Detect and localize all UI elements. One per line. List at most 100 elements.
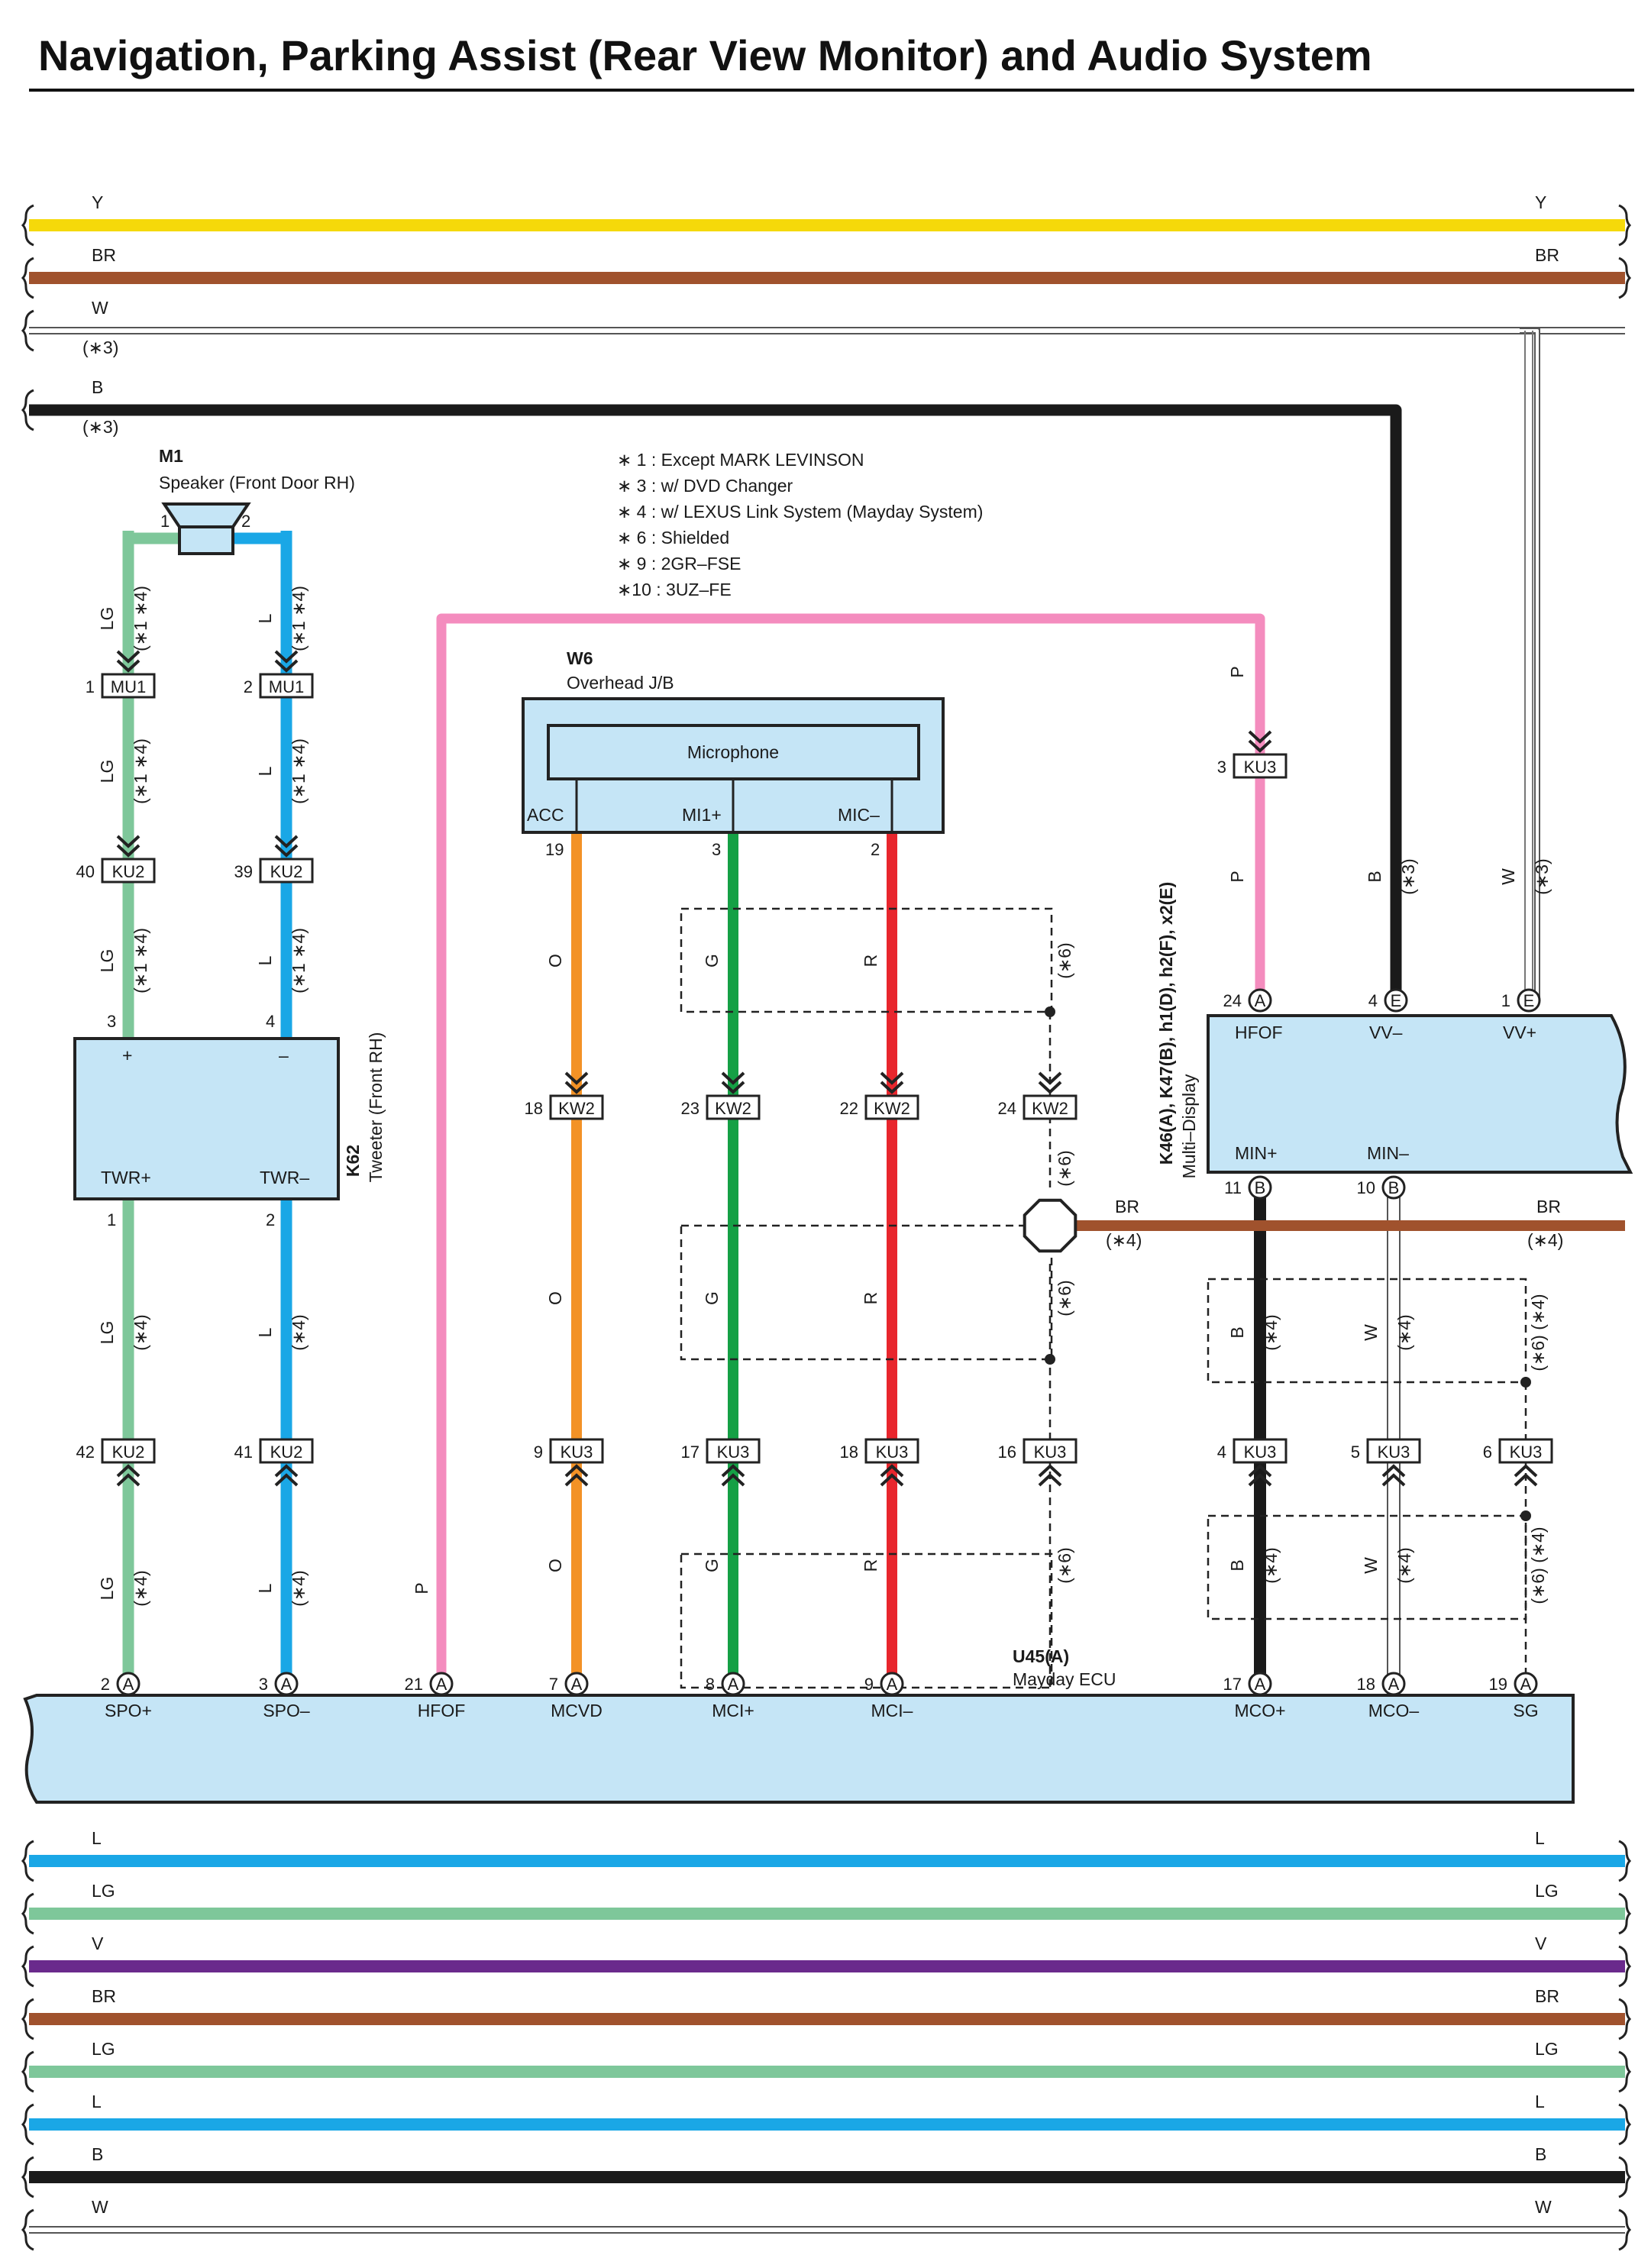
display-pin-hfof-number: 24 <box>1223 991 1242 1010</box>
connector-box <box>1023 1438 1078 1464</box>
bus-label-right: B <box>1535 2144 1546 2164</box>
connector-chevron-icon <box>116 1464 141 1487</box>
overhead-code: W6 <box>567 648 593 668</box>
connector-name: KU2 <box>270 862 303 881</box>
shield-box <box>680 1552 1053 1689</box>
connector-pin: 40 <box>76 862 95 881</box>
shield-box <box>1207 1278 1527 1384</box>
tweeter-minus-label: – <box>279 1045 289 1065</box>
note-line: ∗ 1 : Except MARK LEVINSON <box>617 450 864 470</box>
tweeter-term-2: TWR– <box>260 1168 309 1187</box>
connector-chevron-icon <box>1381 1464 1406 1487</box>
tweeter-pin-in1: 3 <box>107 1012 116 1031</box>
connector-chevron-icon <box>1038 1071 1062 1094</box>
ecu-pin-2-marker <box>429 1672 454 1696</box>
wire-code-label: LG <box>97 607 117 631</box>
wire-code-label: LG <box>97 949 117 973</box>
tweeter-pin-in2: 4 <box>266 1012 275 1031</box>
wire-code-label: B <box>1227 1559 1247 1571</box>
display-term-vv-plus: VV+ <box>1503 1023 1536 1042</box>
wire-code-label: LG <box>97 1321 117 1345</box>
bus-brace-left <box>21 1892 34 1935</box>
wire-w-vv-plus-lines <box>1524 331 1533 1000</box>
display-pin-vvm-marker <box>1384 988 1408 1013</box>
connector-chevron-icon <box>721 1071 745 1094</box>
bus-brace-right <box>1618 2156 1632 2199</box>
wire-note-label: (∗1 ∗4) <box>289 738 309 804</box>
connector-name: KU3 <box>1244 758 1277 777</box>
display-pin-minp-letter: B <box>1255 1178 1266 1197</box>
wire-note-label: (∗6) <box>1055 942 1074 978</box>
bus-brace-right <box>1618 1945 1632 1988</box>
connector-chevron-icon <box>274 1464 299 1487</box>
bus-label-left: L <box>92 1828 102 1848</box>
ecu-pin-8-number: 19 <box>1489 1675 1507 1694</box>
connector-pin: 23 <box>681 1099 699 1118</box>
connector-chevron-icon <box>564 1464 589 1487</box>
connector-name: KW2 <box>558 1099 595 1118</box>
note-line: ∗ 6 : Shielded <box>617 528 729 548</box>
shield-box <box>1207 1514 1527 1620</box>
connector-box <box>259 673 314 699</box>
shield-box <box>680 907 1053 1013</box>
wire-code-label: L <box>255 766 275 776</box>
connector-box <box>259 1438 314 1464</box>
ecu-pin-7-letter: A <box>1388 1675 1400 1694</box>
connector-name: KU2 <box>112 862 145 881</box>
wire-note-label: (∗4) <box>289 1314 309 1350</box>
display-pin-vvp-marker <box>1517 988 1541 1013</box>
tweeter-box <box>73 1037 340 1200</box>
bus-label-right: LG <box>1535 1881 1559 1901</box>
wire-note-label: (∗4) <box>1394 1547 1414 1583</box>
w-bus-drop-outline <box>1520 328 1540 1000</box>
connector-box <box>864 1438 919 1464</box>
bus-brace-left <box>21 204 34 247</box>
display-pin-minm-letter: B <box>1388 1178 1400 1197</box>
connector-name: KU3 <box>1378 1443 1410 1462</box>
wire-note-label: (∗1 ∗4) <box>131 928 150 993</box>
bus-label-left: L <box>92 2092 102 2111</box>
connector-name: KW2 <box>1032 1099 1068 1118</box>
wire-note-label: (∗4) <box>1394 1314 1414 1350</box>
ecu-pin-5-letter: A <box>887 1675 898 1694</box>
mayday-ecu-box <box>23 1694 1575 1804</box>
ecu-pin-0-number: 2 <box>101 1675 110 1694</box>
wire-code-label: G <box>702 954 722 968</box>
bus-brace-left <box>21 309 34 352</box>
wire-code-label: LG <box>97 1577 117 1601</box>
wire-code-label: P <box>412 1582 431 1594</box>
connector-name: KU3 <box>876 1443 909 1462</box>
splice-dot <box>1045 1006 1055 1017</box>
note-line: ∗ 9 : 2GR–FSE <box>617 554 741 573</box>
label-group: ∗ 1 : Except MARK LEVINSON ∗ 3 : w/ DVD C… <box>97 450 1563 1607</box>
ecu-term-8: SG <box>1513 1701 1538 1720</box>
bus-label-right: Y <box>1535 192 1546 212</box>
tweeter-pin-out1: 1 <box>107 1210 116 1229</box>
connector-pin: 6 <box>1483 1443 1492 1462</box>
tweeter-code: K62 <box>343 1145 363 1177</box>
connector-pin: 5 <box>1351 1443 1360 1462</box>
bus-top-3-wire <box>29 404 1402 1000</box>
splice-dot <box>1520 1377 1531 1388</box>
tweeter-plus-label: + <box>122 1045 132 1065</box>
bus-label-right: L <box>1535 1828 1545 1848</box>
ecu-pin-0-letter: A <box>123 1675 134 1694</box>
ecu-pin-1-number: 3 <box>259 1675 268 1694</box>
bus-brace-right <box>1618 2103 1632 2146</box>
connector-pin: 17 <box>681 1443 699 1462</box>
bus-brace-left <box>21 2103 34 2146</box>
ecu-term-7: MCO– <box>1368 1701 1420 1720</box>
note-line: ∗ 3 : w/ DVD Changer <box>617 476 793 496</box>
shield-group <box>680 907 1531 1689</box>
bus-brace-left <box>21 1840 34 1882</box>
connector-pin: 1 <box>86 677 95 696</box>
connector-pin: 41 <box>234 1443 253 1462</box>
wire-code-label: R <box>861 1292 880 1305</box>
connector-name: MU1 <box>269 677 304 696</box>
ecu-pin-6-number: 17 <box>1223 1675 1242 1694</box>
display-pin-vvm-number: 4 <box>1368 991 1378 1010</box>
display-pin-vvm-letter: E <box>1391 991 1402 1010</box>
ecu-name: Mayday ECU <box>1013 1669 1116 1689</box>
ecu-pin-4-number: 8 <box>706 1675 715 1694</box>
